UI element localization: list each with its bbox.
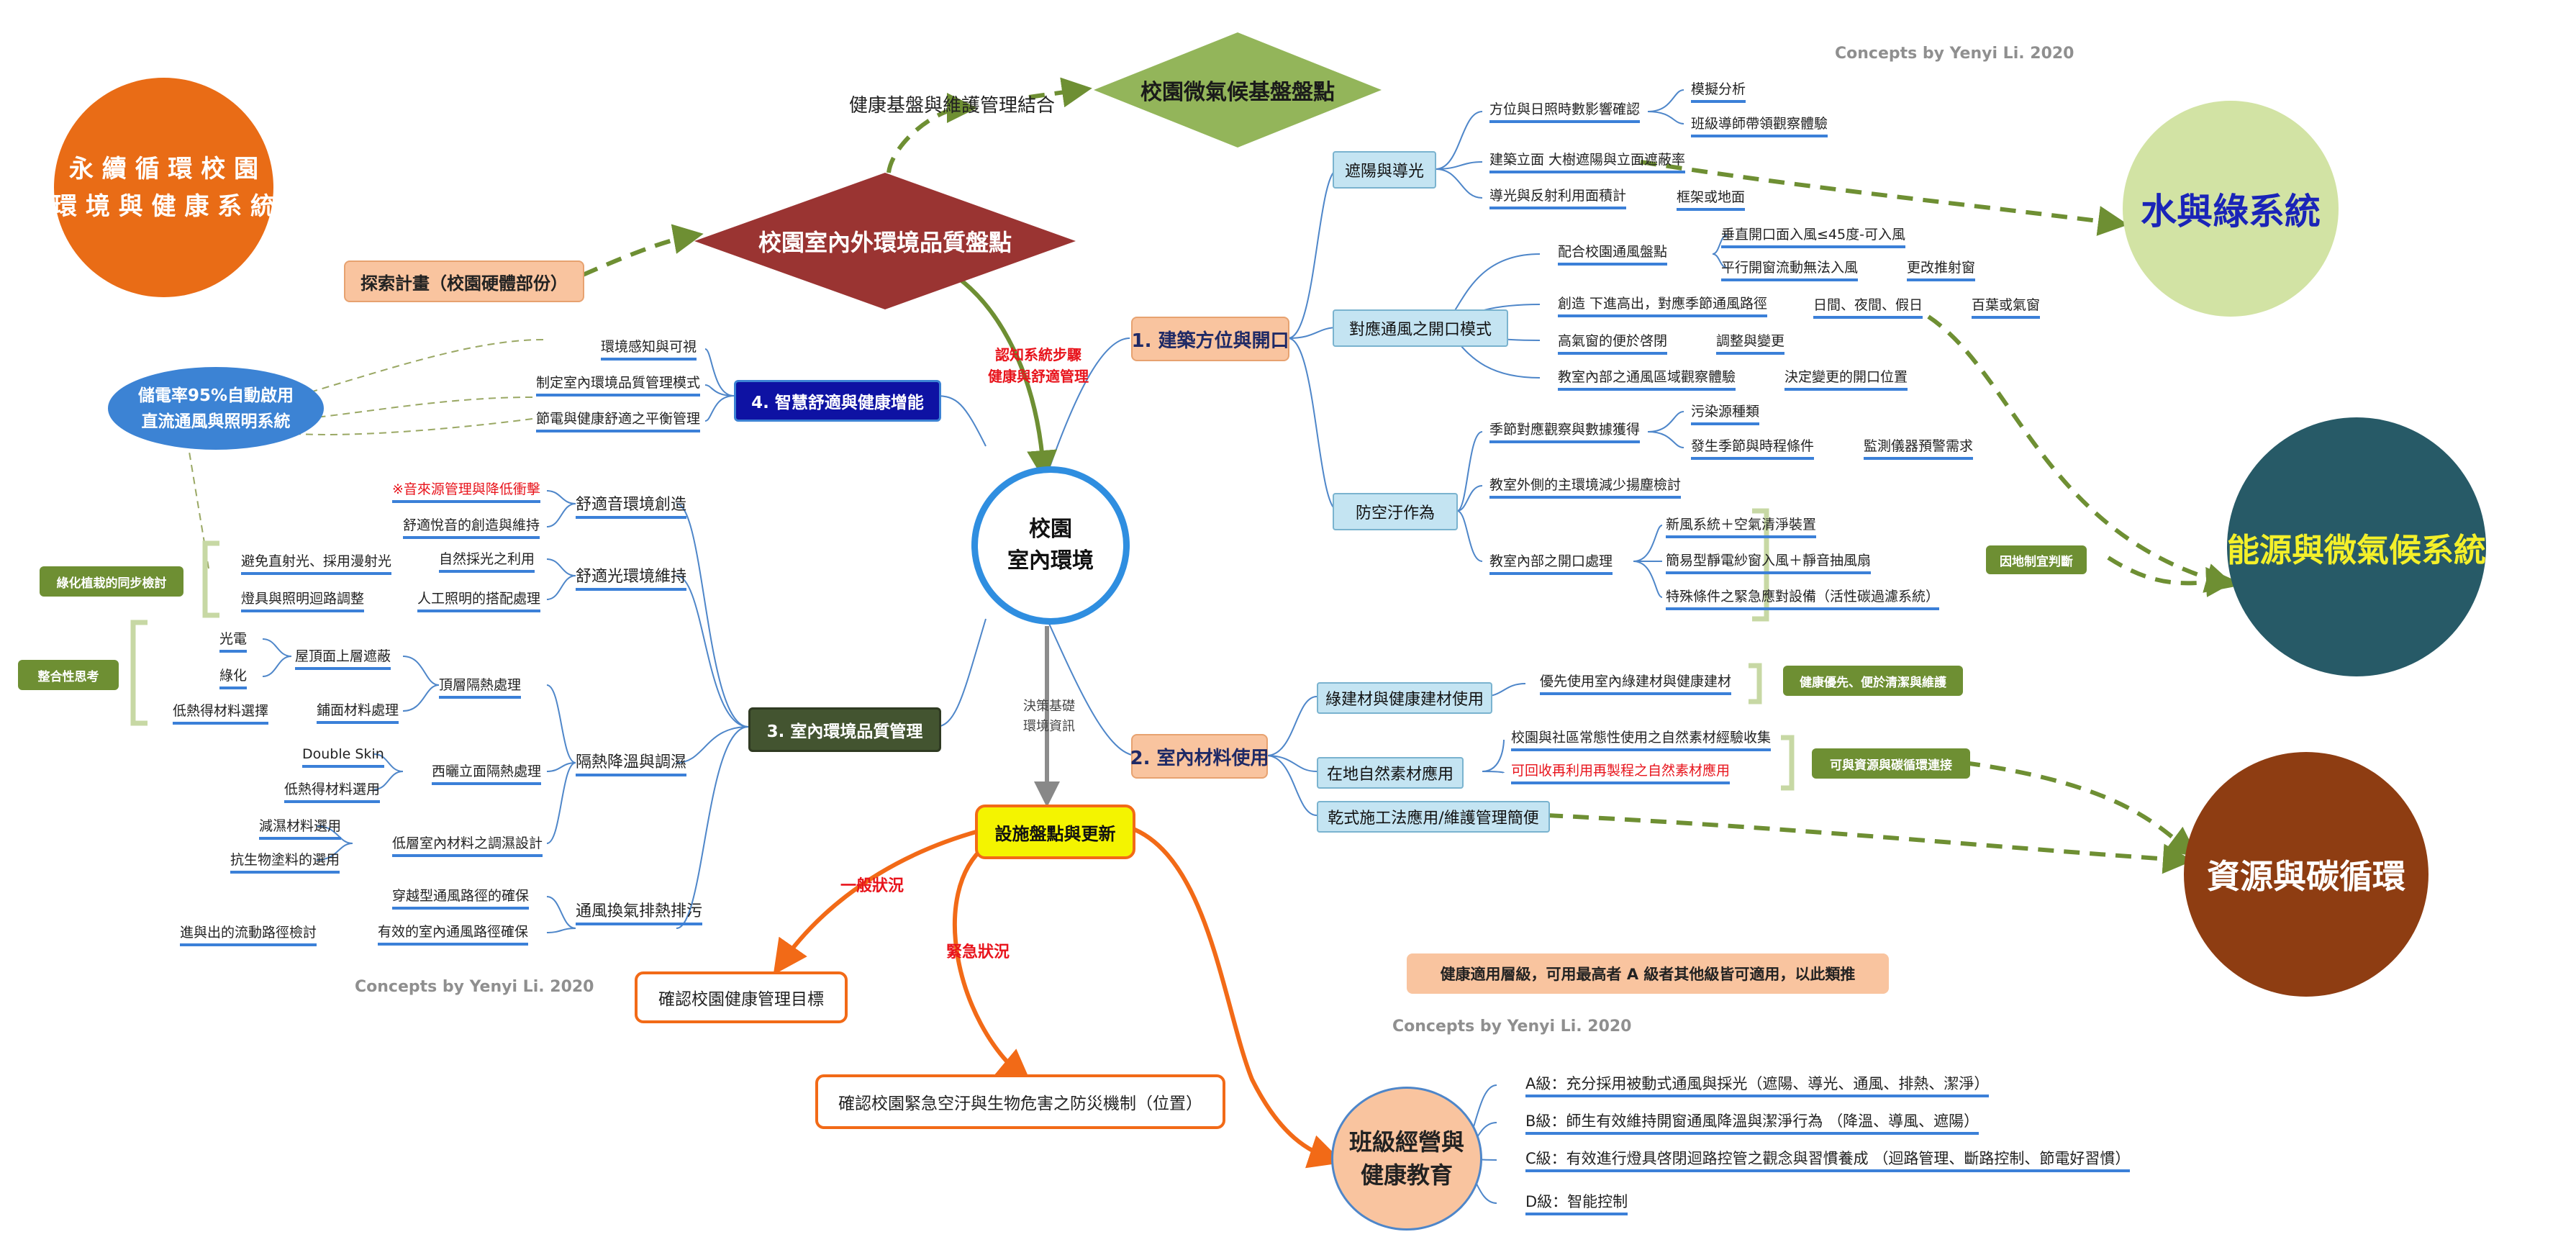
shading-item-2: 建築立面 大樹遮陽與立面遮蔽率 [1489,151,1686,173]
sound-item-2: 舒適悅音的創造與維持 [403,517,540,539]
pollution-item-1: 季節對應觀察與數據獲得 [1489,421,1641,443]
light-item-2: 人工照明的搭配處理 [417,590,541,612]
light-node: 舒適光環境維持 [576,568,687,591]
health-priority-tag: 健康優先、便於清潔與維護 [1783,666,1963,696]
smart-item-2: 制定室內環境品質管理模式 [536,374,701,397]
air-sub-1: 進與出的流動路徑檢討 [180,924,317,946]
health-goal-box: 確認校園健康管理目標 [635,971,848,1023]
credit-left: Concepts by Yenyi Li. 2020 [355,978,594,996]
emergency-mechanism-box: 確認校園緊急空汙與生物危害之防災機制（位置） [815,1074,1225,1129]
heat-item-2: 西曬立面隔熱處理 [432,763,542,785]
water-green-circle: 水與綠系統 [2123,101,2339,317]
level-d: D級：智能控制 [1525,1193,1628,1215]
vent-sub-1: 垂直開口面入風≤45度-可入風 [1721,226,1905,248]
health-link-label: 健康基盤與維護管理結合 [849,95,1056,117]
vent-item-3: 高氣窗的便於啓閉 [1558,332,1668,355]
heat-item-1: 頂層隔熱處理 [439,676,522,699]
shading-item-1: 方位與日照時數影響確認 [1489,101,1641,123]
light-sub-1: 避免直射光、採用漫射光 [241,553,392,575]
indoor-outdoor-quality-diamond: 校園室內外環境品質盤點 [694,173,1076,309]
air-item-2: 有效的室內通風路徑確保 [378,923,529,946]
smart-item-1: 環境感知與可視 [601,338,697,361]
auto-ventilation-oval: 儲電率95%自動啟用 直流通風與照明系統 [108,367,324,450]
vent-sub-4: 調整與變更 [1716,332,1785,355]
ventilation-node: 對應通風之開口模式 [1333,309,1508,347]
branch1-node: 1. 建築方位與開口 [1131,317,1289,361]
pollution-sub-4: 簡易型靜電紗窗入風＋靜音抽風扇 [1666,552,1872,574]
energy-microclimate-circle: 能源與微氣候系統 [2227,417,2486,676]
material-sub-1: 優先使用室內綠建材與健康建材 [1540,673,1732,695]
roof-sub-2: 鋪面材料處理 [317,702,399,724]
branch2-node: 2. 室內材料使用 [1130,734,1269,779]
dry-construction-node: 乾式施工法應用/維護管理簡便 [1317,801,1550,833]
level-c: C級：有效進行燈具啓閉迴路控管之觀念與習慣養成 （迴路管理、斷路控制、節電好習慣… [1525,1150,2131,1172]
roof-leaf-2: 綠化 [219,667,248,689]
resource-carbon-circle: 資源與碳循環 [2184,752,2428,997]
roof-leaf-3: 低熱得材料選擇 [173,702,269,725]
vent-sub-5: 決定變更的開口位置 [1784,368,1908,391]
branch3-node: 3. 室內環境品質管理 [748,707,941,752]
light-sub-2: 燈具與照明迴路調整 [241,590,365,612]
level-b: B級：師生有效維持開窗通風降溫與潔淨行為 （降溫、導風、遮陽） [1525,1113,1979,1135]
pollution-sub-3: 新風系統＋空氣清淨裝置 [1666,516,1817,538]
west-sub-1: Double Skin [302,746,384,768]
resource-link-tag: 可與資源與碳循環連接 [1812,748,1970,779]
heat-node: 隔熱降溫與調濕 [576,754,687,776]
vent-item-2: 創造 下進高出，對應季節通風路徑 [1558,295,1768,317]
low-sub-1: 減濕材料選用 [259,817,342,840]
normal-status-label: 一般狀況 [840,877,904,895]
site-judgement-tag: 因地制宜判斷 [1986,545,2087,574]
pollution-item-3: 教室內部之開口處理 [1489,553,1613,575]
vent-item-4: 教室內部之通風區域觀察體驗 [1558,368,1736,391]
light-item-1: 自然採光之利用 [439,550,535,573]
center-node: 校園 室內環境 [971,466,1130,625]
explore-plan-label: 探索計畫（校園硬體部份） [344,260,584,302]
class-education-circle: 班級經營與 健康教育 [1331,1087,1482,1231]
low-sub-2: 抗生物塗料的選用 [230,851,340,874]
shading-item-3: 導光與反射利用面積計 [1489,187,1627,209]
level-a: A級：充分採用被動式通風與採光（遮陽、導光、通風、排熱、潔淨） [1525,1075,1990,1097]
urgent-status-label: 緊急狀況 [946,943,1010,961]
branch4-node: 4. 智慧舒適與健康增能 [734,380,941,422]
sound-node: 舒適音環境創造 [576,497,687,519]
vent-sub-2b: 更改推射窗 [1907,259,1976,281]
material-sub-2: 校園與社區常態性使用之自然素材經驗收集 [1511,729,1772,751]
pollution-item-2: 教室外側的主環境減少揚塵檢討 [1489,476,1682,499]
roof-sub-1: 屋頂面上層遮蔽 [295,648,391,670]
credit-bottom: Concepts by Yenyi Li. 2020 [1392,1018,1632,1036]
shading-node: 遮陽與導光 [1333,151,1436,189]
pollution-sub-2b: 監測儀器預警需求 [1864,438,1974,460]
decision-basis-label: 決策基礎 環境資訊 [1023,699,1075,734]
levels-note: 健康適用層級，可用最高者 A 級者其他級皆可適用，以此類推 [1407,953,1889,994]
planting-review-tag: 綠化植栽的同步檢討 [40,566,183,597]
microclimate-diamond: 校園微氣候基盤盤點 [1094,32,1382,148]
title-circle: 永 續 循 環 校 園 環 境 與 健 康 系 統 [53,78,275,297]
credit-top: Concepts by Yenyi Li. 2020 [1835,45,2074,63]
roof-leaf-1: 光電 [219,630,248,653]
air-pollution-node: 防空汙作為 [1333,493,1458,530]
heat-item-3: 低層室內材料之調濕設計 [392,835,543,857]
cognition-steps-label: 認知系統步驟 健康與舒適管理 [988,346,1089,385]
air-node: 通風換氣排熱排污 [576,903,703,925]
integrated-thinking-tag: 整合性思考 [18,660,119,690]
pollution-sub-2: 發生季節與時程條件 [1691,438,1815,460]
shading-sub-3: 框架或地面 [1677,189,1746,211]
vent-sub-3: 日間、夜間、假日 [1813,296,1923,319]
pollution-sub-5: 特殊條件之緊急應對設備（活性碳過濾系統） [1666,588,1940,610]
shading-sub-1: 模擬分析 [1691,81,1746,103]
smart-item-3: 節電與健康舒適之平衡管理 [536,410,701,432]
vent-sub-2: 平行開窗流動無法入風 [1721,259,1859,281]
shading-sub-2: 班級導師帶領觀察體驗 [1691,115,1828,137]
vent-item-1: 配合校園通風盤點 [1558,243,1668,266]
facility-update-node: 設施盤點與更新 [975,805,1135,859]
material-sub-3: 可回收再利用再製程之自然素材應用 [1511,762,1731,784]
pollution-sub-1: 污染源種類 [1691,403,1760,425]
air-item-1: 穿越型通風路徑的確保 [392,887,530,910]
west-sub-2: 低熱得材料選用 [284,781,381,803]
sound-item-1: ※音來源管理與降低衝擊 [392,481,540,503]
local-materials-node: 在地自然素材應用 [1317,757,1464,789]
green-materials-node: 綠建材與健康建材使用 [1317,682,1492,714]
vent-sub-3b: 百葉或氣窗 [1972,296,2041,319]
